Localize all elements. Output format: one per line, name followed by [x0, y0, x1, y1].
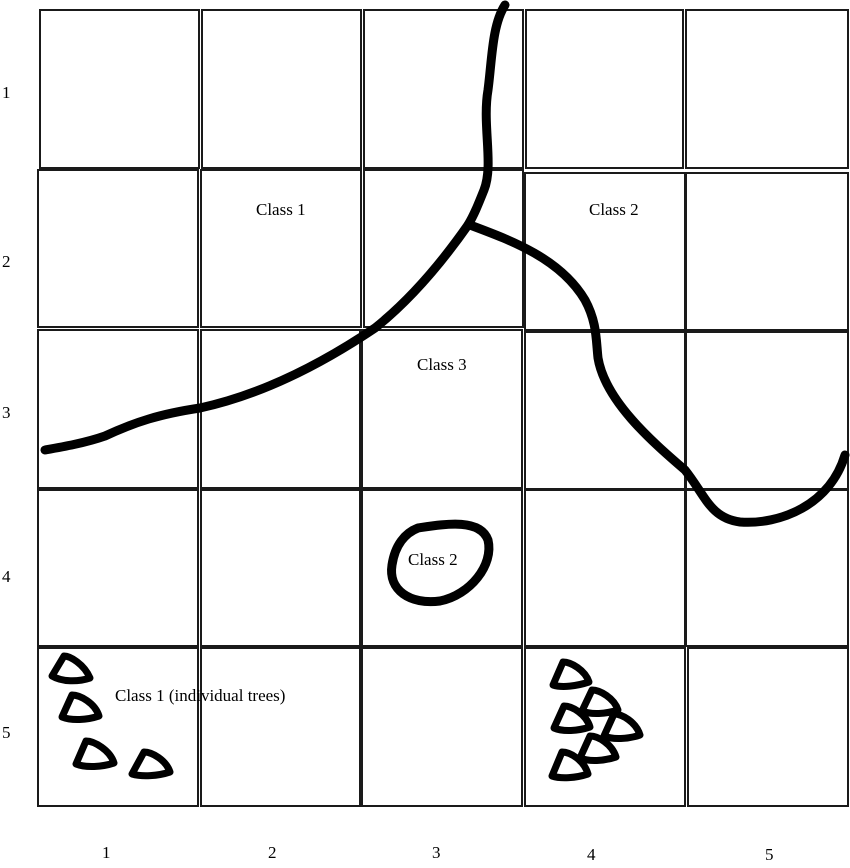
- col-label-4: 4: [587, 845, 596, 864]
- grid-cell-r2-c5: [685, 172, 849, 331]
- tree-icon: [58, 691, 103, 723]
- label-class2-upper: Class 2: [589, 200, 639, 219]
- row-label-3: 3: [2, 403, 11, 422]
- tree-icon: [576, 732, 620, 764]
- grid-cell-r4-c2: [200, 489, 361, 647]
- row-label-2: 2: [2, 252, 11, 271]
- tree-icon: [549, 658, 593, 690]
- grid-cell-r4-c5: [685, 489, 849, 647]
- grid-cell-r1-c2: [201, 9, 362, 169]
- tree-icon: [600, 710, 644, 742]
- grid-cell-r2-c4: [524, 172, 686, 331]
- label-class2-island: Class 2: [408, 550, 458, 569]
- tree-icon: [550, 702, 594, 734]
- row-label-1: 1: [2, 83, 11, 102]
- tree-icon: [548, 748, 592, 782]
- grid-cell-r4-c4: [524, 489, 686, 647]
- boundary-right-curve: [465, 220, 850, 527]
- grid-cell-r4-c1: [37, 489, 199, 647]
- grid-cell-r2-c3: [363, 169, 524, 328]
- row-label-4: 4: [2, 567, 11, 586]
- boundary-left-curve: [40, 220, 473, 455]
- grid-cell-r2-c2: [200, 169, 362, 328]
- col-label-5: 5: [765, 845, 774, 864]
- grid-cell-r1-c5: [685, 9, 849, 169]
- grid-cell-r3-c5: [685, 331, 849, 490]
- grid-cell-r1-c4: [525, 9, 684, 169]
- grid-cell-r5-c2: [200, 647, 361, 807]
- tree-icon: [72, 737, 118, 770]
- label-class1-trees: Class 1 (individual trees): [115, 686, 285, 705]
- label-class1: Class 1: [256, 200, 306, 219]
- tree-icon: [578, 686, 622, 717]
- grid-cell-r5-c3: [361, 647, 523, 807]
- grid-cell-r5-c5: [687, 647, 849, 807]
- col-label-1: 1: [102, 843, 111, 862]
- boundary-vertical-curve: [463, 0, 510, 230]
- grid-cell-r5-c1: [37, 647, 199, 807]
- grid-cell-r2-c1: [37, 169, 199, 328]
- col-label-3: 3: [432, 843, 441, 862]
- grid-cell-r3-c4: [524, 331, 686, 490]
- tree-icon: [48, 652, 94, 685]
- class2-island-outline: [387, 519, 494, 607]
- row-label-5: 5: [2, 723, 11, 742]
- grid-cell-r1-c1: [39, 9, 200, 169]
- label-class3: Class 3: [417, 355, 467, 374]
- col-label-2: 2: [268, 843, 277, 862]
- grid-cell-r3-c3: [361, 329, 523, 489]
- tree-icon: [128, 748, 174, 780]
